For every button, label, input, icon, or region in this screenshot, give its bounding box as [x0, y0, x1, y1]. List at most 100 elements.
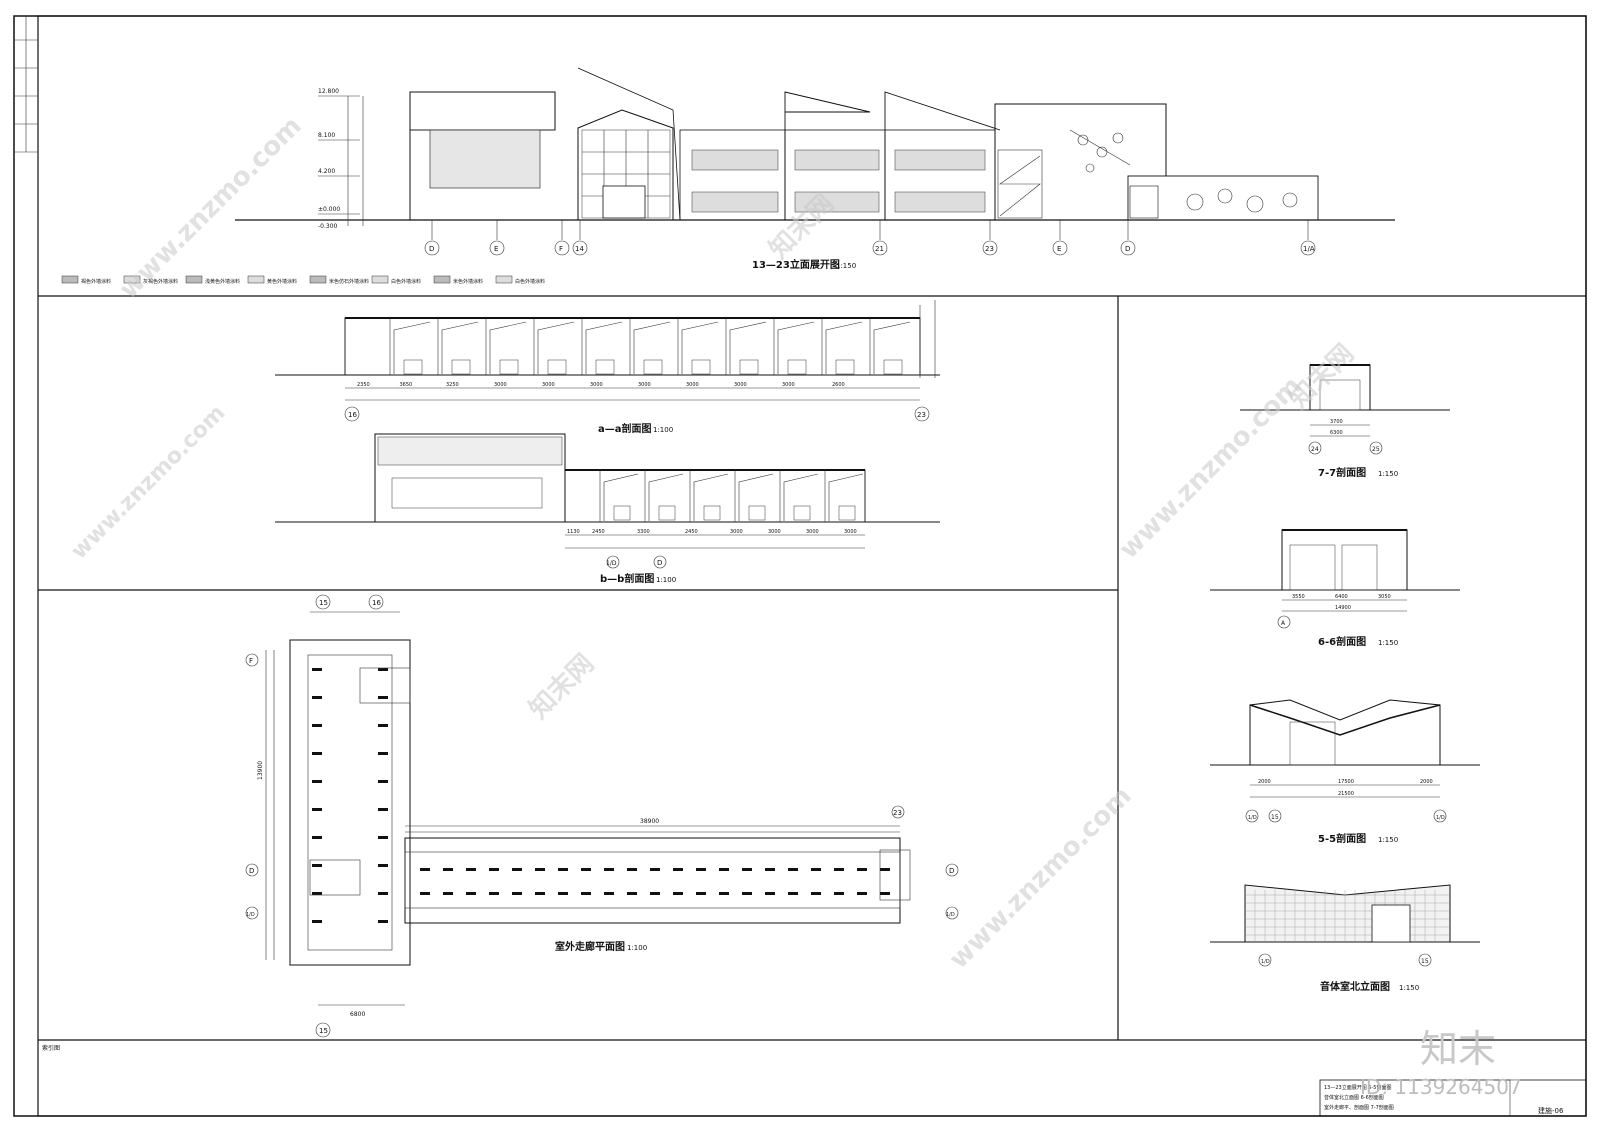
secA-dim: 3000	[494, 382, 507, 388]
axis-marker	[1052, 240, 1068, 256]
secA-dim: 3000	[734, 382, 747, 388]
legend-swatch	[247, 275, 265, 284]
s5-axis-3: 1/D	[1436, 815, 1445, 821]
watermark-site-3: www.znzmo.com	[1114, 371, 1308, 565]
secB-dim: 3000	[806, 529, 819, 535]
elevation-axis-label: 21	[875, 245, 884, 253]
secA-dim: 3250	[446, 382, 459, 388]
secA-dim: 2350	[357, 382, 370, 388]
axis-marker	[489, 240, 505, 256]
s7-axis-25: 25	[1372, 446, 1380, 453]
section-7-title: 7-7剖面图	[1318, 466, 1366, 479]
plan-axis-d-right: D	[949, 867, 954, 875]
entrance-door	[602, 185, 646, 219]
elevation-axis-label: D	[429, 245, 434, 253]
axis-marker	[424, 240, 440, 256]
secA-dim: 3650	[400, 382, 413, 388]
secA-dim: 3000	[686, 382, 699, 388]
ne-axis-1: 1/D	[1261, 959, 1270, 965]
secB-dim: 2450	[592, 529, 605, 535]
secA-axis-23: 23	[917, 411, 926, 419]
secA-dim: 3000	[638, 382, 651, 388]
s6-dim-4: 14900	[1335, 605, 1351, 611]
north-elevation-title: 音体室北立面图	[1320, 980, 1390, 993]
s5-dim-3: 2000	[1420, 779, 1433, 785]
legend-swatch	[61, 275, 79, 284]
left-title-strip	[14, 16, 38, 153]
section-7-drawing	[1240, 364, 1450, 455]
s5-dim-2: 17500	[1338, 779, 1354, 785]
axis-marker	[572, 240, 588, 256]
hatched-wall-panel	[429, 129, 541, 189]
elevation-axis-label: 14	[575, 245, 584, 253]
s5-dim-1: 2000	[1258, 779, 1271, 785]
s7-dim-1: 3700	[1330, 419, 1343, 425]
secB-dim: 1130	[567, 529, 580, 535]
watermark-brand-1: 知末网	[524, 649, 600, 725]
footer-note-3: 室外走廊平、剖面图 7-7剖面图	[1324, 1104, 1394, 1111]
section-7-scale: 1:150	[1378, 470, 1398, 478]
legend-label: 黄色外墙涂料	[267, 278, 297, 285]
s6-dim-3: 3050	[1378, 594, 1391, 600]
plan-axis-15-top: 15	[319, 599, 328, 607]
level-4200: 4.200	[318, 168, 335, 175]
s5-axis-2: 15	[1271, 814, 1279, 821]
secB-dim: 3000	[844, 529, 857, 535]
watermark-site-1: www.znzmo.com	[114, 111, 308, 305]
secB-axis-1d: 1/D	[606, 560, 617, 567]
legend-label: 灰褐色外墙涂料	[143, 278, 178, 285]
plan-axis-23: 23	[893, 809, 902, 817]
plan-axis-1d-left: 1/D	[246, 912, 255, 918]
legend-label: 褐色外墙涂料	[81, 278, 111, 285]
elevation-axis-label: E	[1057, 245, 1061, 253]
ne-axis-2: 15	[1421, 958, 1429, 965]
watermark-site-2: www.znzmo.com	[67, 400, 231, 564]
legend-swatch	[185, 275, 203, 284]
secA-dim: 3000	[782, 382, 795, 388]
elevation-axis-label: 23	[985, 245, 994, 253]
secB-dim: 3300	[637, 529, 650, 535]
legend-swatch	[371, 275, 389, 284]
legend: 褐色外墙涂料灰褐色外墙涂料浅黄色外墙涂料黄色外墙涂料米色仿石外墙涂料白色外墙涂料…	[61, 275, 545, 285]
axis-marker	[1300, 240, 1316, 256]
plan-axis-15-bottom: 15	[319, 1027, 328, 1035]
legend-swatch	[309, 275, 327, 284]
plan-sub-dim: 6800	[350, 1011, 365, 1018]
legend-label: 白色外墙涂料	[391, 278, 421, 285]
level-8100: 8.100	[318, 132, 335, 139]
s6-dim-1: 3550	[1292, 594, 1305, 600]
secB-axis-d: D	[657, 559, 662, 567]
level-0000: ±0.000	[318, 206, 340, 213]
secB-dim: 3000	[768, 529, 781, 535]
section-5-scale: 1:150	[1378, 836, 1398, 844]
legend-label: 浅黄色外墙涂料	[205, 278, 240, 285]
section-6-drawing	[1210, 529, 1460, 629]
s5-axis-1: 1/D	[1248, 815, 1257, 821]
section-b-scale: 1:100	[656, 576, 676, 584]
s6-dim-2: 6400	[1335, 594, 1348, 600]
secA-dim: 2600	[832, 382, 845, 388]
index-label: 索引图	[42, 1044, 60, 1052]
elevation-scale: 1:150	[836, 262, 856, 270]
footer-note-1: 13—23立面展开图 5-5剖面图	[1324, 1084, 1391, 1091]
axis-marker	[872, 240, 888, 256]
section-6-title: 6-6剖面图	[1318, 635, 1366, 648]
secA-dim: 3000	[542, 382, 555, 388]
legend-label: 米色外墙涂料	[453, 278, 483, 285]
elevation-axis-label: E	[494, 245, 498, 253]
plan-title: 室外走廊平面图	[555, 940, 625, 953]
title-block	[1319, 1079, 1587, 1117]
s7-axis-24: 24	[1311, 446, 1319, 453]
section-a-scale: 1:100	[653, 426, 673, 434]
plan-left-dim: 13900	[257, 761, 264, 780]
north-elevation-scale: 1:150	[1399, 984, 1419, 992]
legend-swatch	[495, 275, 513, 284]
sheet-number: 建施-06	[1538, 1106, 1564, 1115]
section-5-drawing	[1210, 699, 1480, 823]
section-b-title: b—b剖面图	[600, 572, 654, 585]
plan-drawing	[245, 594, 959, 1038]
plan-axis-1d-right: 1/D	[946, 912, 955, 918]
elevation-axis-label: D	[1125, 245, 1130, 253]
